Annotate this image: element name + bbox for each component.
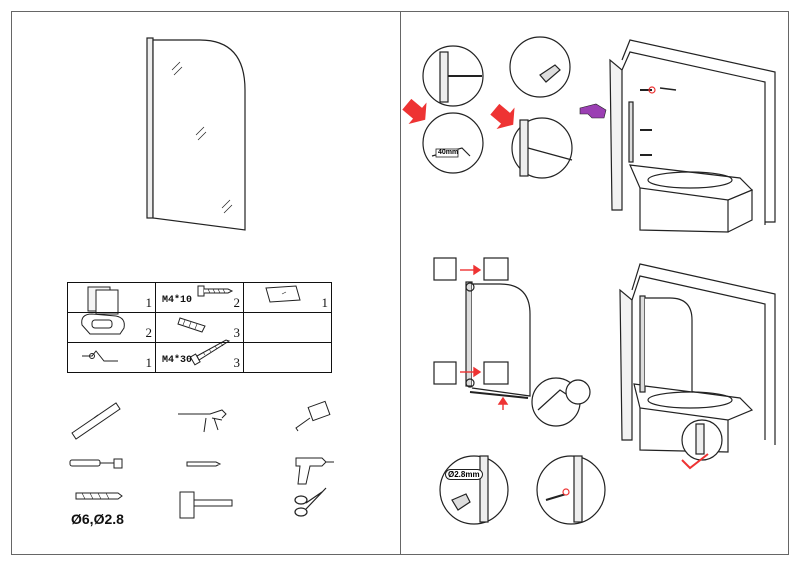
bath-installation-top [609,39,776,233]
parts-cell: 2 [67,312,156,343]
part-label: M4*10 [162,295,193,306]
part-qty: 1 [321,295,329,310]
screwdriver-icon [69,458,123,469]
step-3-detail-circles [439,455,606,525]
part-qty: 1 [145,295,153,310]
part-qty: 3 [233,325,241,340]
parts-cell: 1 [67,342,156,373]
glass-panel-illustration [146,37,246,231]
drill-bits-icon [75,492,123,500]
drill-icon [295,457,334,485]
page-divider [400,11,401,555]
step-2-arrows [460,264,509,410]
tape-measure-icon [295,400,331,432]
part-label: M4*30 [162,355,193,366]
parts-row: 2 3 [67,312,332,343]
caulking-gun-icon [178,409,227,433]
hammer-icon [179,491,233,519]
pencil-icon [186,461,222,467]
drill-bits-label: Ø6,Ø2.8 [71,511,124,527]
drill-depth-label: 40mm [438,149,459,156]
spirit-level-icon [71,402,121,440]
part-qty: 2 [233,295,241,310]
part-qty: 1 [145,355,153,370]
pointing-hand-icon [579,103,607,119]
parts-cell [243,312,332,343]
parts-cell: 1 [243,282,332,313]
check-mark-icon [681,453,709,470]
part-qty: 3 [233,355,241,370]
step-2-panel-diagram [433,257,591,427]
step-arrows [402,98,515,130]
parts-row: 1 M4*10 2 1 [67,282,332,313]
parts-cell: M4*30 3 [155,342,244,373]
parts-row: 1 M4*30 3 [67,342,332,373]
part-qty: 2 [145,325,153,340]
drill-callout-label: Ø2.8mm [445,469,483,480]
scissors-icon [294,487,327,517]
parts-cell: M4*10 2 [155,282,244,313]
parts-table: 1 M4*10 2 1 2 3 1 M4*30 3 [67,282,332,373]
bath-installation-bottom [619,263,776,461]
step-1-detail-circles [422,36,573,179]
parts-cell [243,342,332,373]
parts-cell: 1 [67,282,156,313]
parts-cell: 3 [155,312,244,343]
